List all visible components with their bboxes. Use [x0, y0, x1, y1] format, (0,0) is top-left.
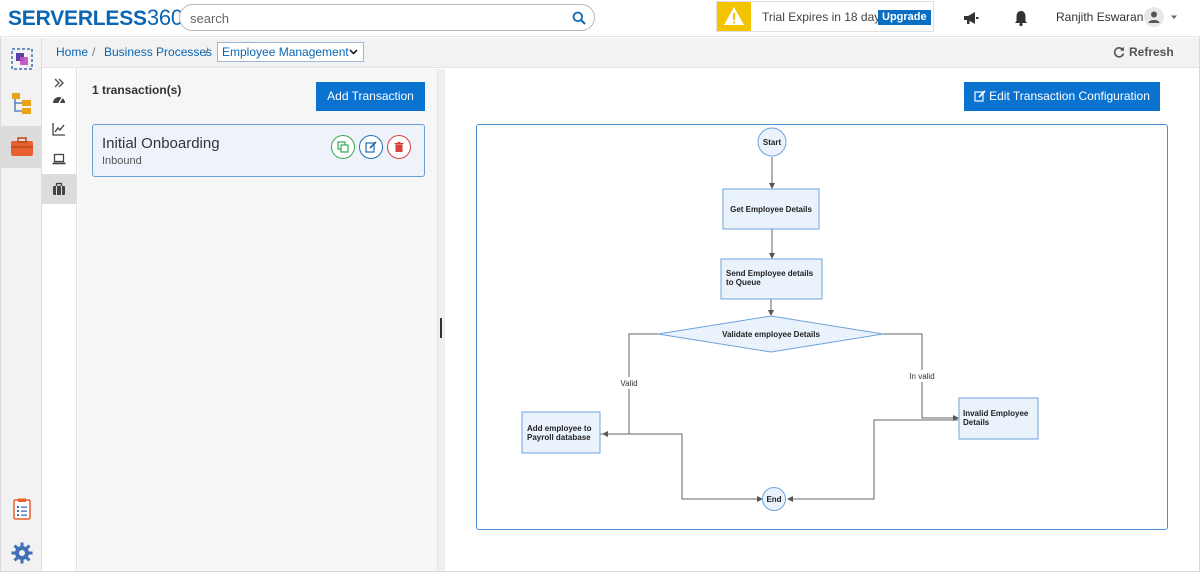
search-box — [179, 4, 595, 31]
chevron-down-icon — [349, 49, 358, 55]
upgrade-button[interactable]: Upgrade — [878, 10, 931, 25]
edge-label-valid: Valid — [617, 377, 641, 389]
line-chart-icon — [52, 122, 66, 136]
transactions-panel: 1 transaction(s) Add Transaction Initial… — [78, 69, 438, 571]
edit-button[interactable] — [359, 135, 383, 159]
node-end[interactable]: End — [763, 488, 786, 511]
edit-transaction-configuration-label: Edit Transaction Configuration — [989, 89, 1150, 103]
flow-canvas: Start Get Employee Details Send Employee… — [476, 124, 1168, 530]
breadcrumb-separator: / — [92, 45, 95, 59]
trash-icon — [393, 141, 405, 153]
gear-icon — [10, 541, 34, 565]
node-add-to-payroll-label-line1: Add employee to — [527, 424, 592, 433]
user-name[interactable]: Ranjith Eswaran — [1056, 10, 1143, 24]
add-transaction-button[interactable]: Add Transaction — [316, 82, 425, 111]
avatar[interactable] — [1144, 7, 1164, 27]
edge-valid-label: Valid — [620, 379, 637, 388]
edit-icon — [365, 141, 377, 153]
edge-add-to-end — [600, 434, 762, 499]
breadcrumb-separator: / — [205, 45, 208, 59]
node-validate-label: Validate employee Details — [722, 330, 820, 339]
node-invalid-details-label-line2: Details — [963, 418, 990, 427]
breadcrumb-business-processes[interactable]: Business Processes — [104, 45, 212, 59]
node-add-to-payroll[interactable]: Add employee to Payroll database — [522, 412, 600, 453]
transaction-card[interactable]: Initial Onboarding Inbound — [92, 124, 425, 177]
copy-button[interactable] — [331, 135, 355, 159]
bell-icon[interactable] — [1012, 9, 1030, 27]
node-get-employee-details-label: Get Employee Details — [730, 205, 812, 214]
edit-transaction-configuration-button[interactable]: Edit Transaction Configuration — [964, 82, 1160, 111]
flow-panel: Edit Transaction Configuration — [445, 69, 1199, 571]
flow-diagram: Start Get Employee Details Send Employee… — [477, 125, 1167, 529]
copy-icon — [337, 141, 349, 153]
sub-item-analytics[interactable] — [42, 114, 77, 144]
search-icon[interactable] — [572, 11, 586, 25]
rail-item-dashboard[interactable] — [1, 38, 42, 80]
sub-item-business-processes[interactable] — [42, 174, 77, 204]
node-start[interactable]: Start — [758, 128, 786, 156]
speedometer-icon — [52, 92, 66, 106]
node-invalid-details-label-line1: Invalid Employee — [963, 409, 1029, 418]
node-add-to-payroll-label-line2: Payroll database — [527, 433, 591, 442]
briefcase-icon — [10, 135, 34, 159]
resize-grip — [440, 318, 442, 338]
logo-number: 360 — [147, 5, 183, 30]
edit-icon — [974, 90, 986, 102]
transaction-subtitle: Inbound — [102, 155, 142, 167]
refresh-button[interactable]: Refresh — [1113, 45, 1174, 59]
user-icon — [1144, 7, 1164, 27]
search-input[interactable] — [190, 9, 570, 27]
panel-resize-handle[interactable] — [438, 69, 445, 571]
clipboard-list-icon — [10, 497, 34, 521]
trial-banner: Trial Expires in 18 days Upgrade — [716, 1, 934, 32]
rail-item-business-processes[interactable] — [1, 126, 42, 168]
business-process-select[interactable]: Employee Management — [217, 42, 364, 62]
logo-text: SERVERLESS — [8, 7, 147, 30]
chevron-down-icon[interactable] — [1170, 13, 1178, 21]
breadcrumb: Home / Business Processes / Employee Man… — [42, 38, 1199, 68]
tree-folder-icon — [10, 91, 34, 115]
composite-app-icon — [10, 47, 34, 71]
warning-icon — [717, 2, 751, 31]
breadcrumb-home[interactable]: Home — [56, 45, 88, 59]
edge-invalid-to-end — [788, 420, 958, 499]
node-send-to-queue[interactable]: Send Employee details to Queue — [721, 259, 822, 299]
node-validate[interactable]: Validate employee Details — [658, 316, 883, 352]
refresh-label: Refresh — [1129, 45, 1174, 59]
refresh-icon — [1113, 46, 1125, 58]
business-process-select-value: Employee Management — [222, 45, 349, 59]
app-rail — [1, 38, 42, 571]
logo[interactable]: SERVERLESS360 — [8, 6, 183, 30]
transaction-title: Initial Onboarding — [102, 135, 220, 152]
laptop-icon — [52, 152, 66, 166]
delete-button[interactable] — [387, 135, 411, 159]
sub-navigation — [42, 68, 77, 571]
edge-invalid-label: In valid — [909, 372, 934, 381]
sub-item-monitor[interactable] — [42, 144, 77, 174]
rail-item-hierarchy[interactable] — [1, 82, 42, 124]
node-end-label: End — [766, 495, 781, 504]
edge-label-invalid: In valid — [906, 370, 938, 382]
node-get-employee-details[interactable]: Get Employee Details — [723, 189, 819, 229]
top-bar: SERVERLESS360 Trial Expires in 18 days U… — [0, 0, 1200, 37]
transaction-count: 1 transaction(s) — [92, 83, 181, 97]
node-send-to-queue-label-line2: to Queue — [726, 278, 761, 287]
rail-item-settings[interactable] — [1, 532, 42, 572]
node-invalid-details[interactable]: Invalid Employee Details — [959, 398, 1038, 439]
sub-item-dashboard[interactable] — [42, 84, 77, 114]
trial-text: Trial Expires in 18 days — [762, 10, 886, 24]
rail-item-checklist[interactable] — [1, 488, 42, 530]
megaphone-icon[interactable] — [962, 9, 980, 27]
node-send-to-queue-label-line1: Send Employee details — [726, 269, 814, 278]
node-start-label: Start — [763, 138, 782, 147]
briefcase-icon — [52, 182, 66, 196]
